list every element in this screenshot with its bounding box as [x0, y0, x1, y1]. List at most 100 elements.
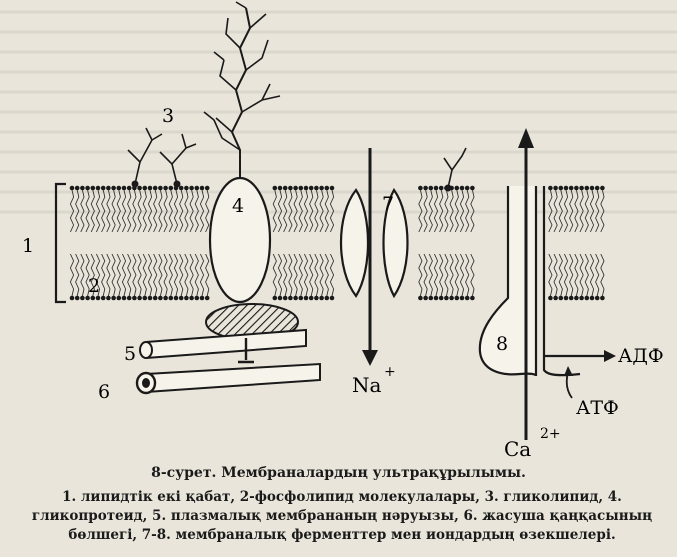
- phospholipid-tail: [163, 189, 168, 233]
- phospholipid-tail: [579, 253, 584, 297]
- phospholipid-head: [288, 185, 293, 191]
- phospholipid-tail: [184, 253, 189, 297]
- phospholipid-tail: [80, 253, 85, 297]
- membrane-protein-rod: [145, 328, 307, 359]
- phospholipid-tail: [553, 253, 558, 297]
- adp-arrow-head: [604, 350, 616, 362]
- phospholipid-tail: [449, 189, 454, 233]
- phospholipid-head: [132, 295, 137, 301]
- phospholipid-head: [126, 185, 132, 191]
- phospholipid-head: [589, 295, 595, 301]
- phospholipid-tail: [163, 253, 168, 297]
- phospholipid-head: [106, 295, 111, 301]
- phospholipid-tail: [179, 189, 184, 233]
- phospholipid-head: [563, 295, 569, 301]
- na-ion-charge: +: [384, 364, 396, 380]
- phospholipid-tail: [90, 253, 95, 297]
- phospholipid-tail: [101, 189, 106, 233]
- phospholipid-tail: [309, 253, 314, 297]
- phospholipid-tail: [454, 189, 459, 233]
- phospholipid-head: [324, 295, 330, 301]
- phospholipid-head: [147, 185, 153, 191]
- phospholipid-tail: [147, 189, 153, 233]
- phospholipid-head: [298, 295, 304, 301]
- phospholipid-tail: [142, 253, 147, 297]
- phospholipid-tail: [459, 253, 465, 297]
- phospholipid-tail: [428, 189, 433, 233]
- phospholipid-tail: [153, 253, 158, 297]
- cytoskeleton-core: [142, 378, 150, 388]
- phospholipid-head: [189, 185, 194, 191]
- phospholipid-tail: [314, 189, 319, 233]
- phospholipid-head: [449, 295, 454, 301]
- phospholipid-head: [579, 185, 584, 191]
- phospholipid-tail: [75, 253, 80, 297]
- phospholipid-head: [574, 185, 579, 191]
- phospholipid-head: [152, 295, 158, 301]
- phospholipid-head: [80, 185, 85, 191]
- na-ion-label: Na: [352, 373, 382, 397]
- phospholipid-tail: [595, 253, 600, 297]
- phospholipid-head: [423, 295, 428, 301]
- phospholipid-head: [594, 295, 600, 301]
- phospholipid-head: [163, 295, 168, 301]
- phospholipid-head: [288, 295, 293, 301]
- phospholipid-tail: [418, 189, 423, 233]
- phospholipid-tail: [563, 253, 569, 297]
- phospholipid-tail: [272, 253, 277, 297]
- phospholipid-tail: [439, 189, 444, 233]
- phospholipid-tail: [80, 189, 85, 233]
- phospholipid-head: [168, 295, 174, 301]
- phospholipid-tail: [85, 253, 90, 297]
- phospholipid-head: [303, 295, 309, 301]
- phospholipid-head: [189, 295, 194, 301]
- phospholipid-tail: [548, 253, 553, 297]
- phospholipid-head: [464, 185, 470, 191]
- phospholipid-head: [548, 295, 553, 301]
- phospholipid-head: [293, 295, 298, 301]
- figure-caption-title: 8-сурет. Мембраналардың ультрақұрылымы.: [151, 465, 526, 481]
- phospholipid-head: [308, 295, 314, 301]
- adp-label: АДФ: [618, 345, 664, 367]
- phospholipid-tail: [329, 253, 335, 297]
- phospholipid-head: [553, 185, 558, 191]
- phospholipid-tail: [205, 189, 210, 233]
- phospholipid-head: [178, 295, 184, 301]
- phospholipid-head: [574, 295, 579, 301]
- phospholipid-head: [277, 295, 283, 301]
- phospholipid-tail: [600, 253, 605, 297]
- phospholipid-head: [589, 185, 595, 191]
- phospholipid-tail: [423, 253, 428, 297]
- phospholipid-tail: [116, 253, 121, 297]
- phospholipid-head: [194, 295, 200, 301]
- phospholipid-tail: [95, 253, 101, 297]
- phospholipid-tail: [548, 189, 553, 233]
- phospholipid-tail: [553, 189, 558, 233]
- phospholipid-head: [100, 295, 106, 301]
- label-1: 1: [22, 235, 34, 257]
- phospholipid-head: [329, 295, 335, 301]
- phospholipid-tail: [329, 189, 335, 233]
- phospholipid-head: [584, 295, 590, 301]
- cytoskeleton-element: [145, 362, 321, 393]
- phospholipid-head: [116, 185, 122, 191]
- phospholipid-head: [152, 185, 158, 191]
- phospholipid-head: [418, 185, 423, 191]
- phospholipid-head: [579, 295, 584, 301]
- ca-arrow-head: [518, 128, 534, 148]
- phospholipid-head: [438, 295, 444, 301]
- phospholipid-head: [158, 185, 163, 191]
- glycolipid-group: [127, 127, 467, 189]
- phospholipid-tail: [179, 253, 184, 297]
- phospholipid-tail: [69, 189, 75, 233]
- phospholipid-tail: [111, 253, 116, 297]
- phospholipid-tail: [418, 253, 423, 297]
- phospholipid-head: [74, 295, 80, 301]
- phospholipid-tail: [288, 253, 293, 297]
- phospholipid-head: [199, 295, 205, 301]
- phospholipid-head: [444, 295, 449, 301]
- phospholipid-head: [95, 185, 101, 191]
- phospholipid-head: [418, 295, 423, 301]
- phospholipid-head: [69, 295, 75, 301]
- phospholipid-tail: [563, 189, 569, 233]
